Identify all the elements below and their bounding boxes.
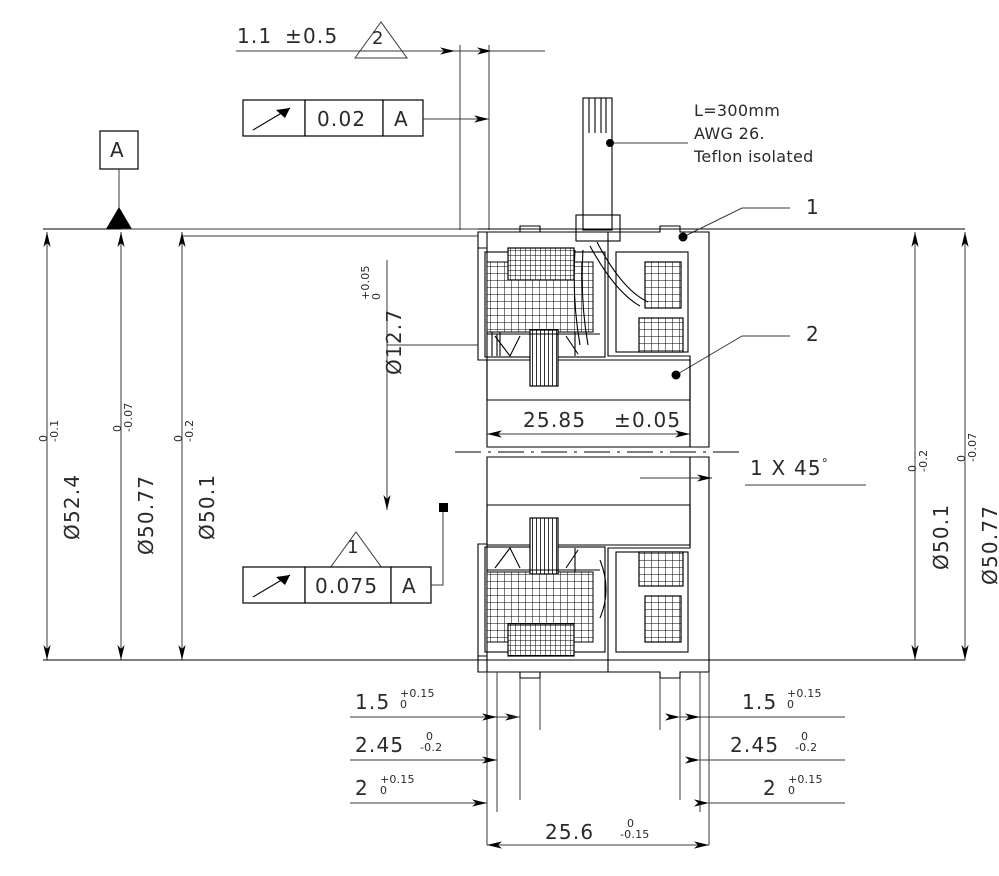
dim-chamfer xyxy=(640,474,866,486)
coil-assembly-lower xyxy=(484,517,606,657)
dim-bl-1-value: 1.5 xyxy=(355,690,391,714)
magnet-block-upper xyxy=(615,251,689,353)
dim-bottom-overall-value: 25.6 xyxy=(545,820,595,844)
dim-br-1-value: 1.5 xyxy=(742,690,778,714)
gdt-top-value: 0.02 xyxy=(317,107,367,131)
datum-a-label: A xyxy=(110,138,125,162)
dim-bl-3-value: 2 xyxy=(355,776,369,800)
cable-note-line3: Teflon isolated xyxy=(694,147,814,166)
dim-chamfer-value: 1 X 45° xyxy=(750,456,829,480)
bore-step-upper xyxy=(486,359,691,448)
dim-left-3-tol: 0 -0.2 xyxy=(172,419,196,442)
magnet-block-lower xyxy=(599,551,689,653)
gdt-mid-value: 0.075 xyxy=(315,574,379,598)
dim-bl-2-value: 2.45 xyxy=(355,733,405,757)
dim-inner-width-tol: ±0.05 xyxy=(614,408,682,432)
flex-lead xyxy=(573,241,649,346)
dim-left-stack xyxy=(43,228,965,661)
flag-mid-label: 1 xyxy=(347,537,360,558)
leader-item-1 xyxy=(678,207,790,242)
dim-bl-2-tol: 0-0.2 xyxy=(420,730,443,754)
flag-top-label: 2 xyxy=(372,28,385,49)
dim-bore-value: Ø12.7 xyxy=(382,308,406,375)
dim-br-2-tol: 0-0.2 xyxy=(795,730,818,754)
dim-left-2-tol: 0 -0.07 xyxy=(111,402,135,432)
gdt-top-datum: A xyxy=(394,107,409,131)
dim-bottom-right-stack xyxy=(665,713,845,807)
dim-top-thickness xyxy=(236,45,545,230)
cable-note-line1: L=300mm xyxy=(694,101,781,120)
cable-bundle xyxy=(575,97,621,242)
dim-left-2-value: Ø50.77 xyxy=(134,474,158,555)
datum-feature-a xyxy=(43,130,965,230)
dim-left-3-value: Ø50.1 xyxy=(195,473,219,540)
dim-bore-12-7 xyxy=(383,260,478,512)
dim-bottom-left-stack xyxy=(350,713,520,807)
gdt-frame-mid xyxy=(242,503,448,604)
coil-assembly-upper xyxy=(484,247,606,387)
dim-right-2-tol: 0 -0.07 xyxy=(955,432,979,462)
dim-inner-width-value: 25.85 xyxy=(523,408,587,432)
dim-top-tol: ±0.5 xyxy=(285,24,339,48)
balloon-item-2: 2 xyxy=(806,322,820,346)
balloon-item-1: 1 xyxy=(806,195,820,219)
dim-right-1-tol: 0 -0.2 xyxy=(906,449,930,472)
flag-triangle-top xyxy=(354,21,408,59)
dim-bottom-overall-tol: 0-0.15 xyxy=(620,817,650,841)
dim-br-3-value: 2 xyxy=(763,776,777,800)
gdt-frame-top xyxy=(242,99,489,137)
dim-bore-tol: +0.05 0 xyxy=(359,265,383,300)
dim-right-2-value: Ø50.77 xyxy=(978,504,999,585)
dim-br-2-value: 2.45 xyxy=(730,733,780,757)
dim-right-stack xyxy=(911,232,969,660)
gdt-mid-datum: A xyxy=(402,574,417,598)
cable-note-line2: AWG 26. xyxy=(694,124,765,143)
dim-right-1-value: Ø50.1 xyxy=(929,503,953,570)
dim-left-1-value: Ø52.4 xyxy=(60,473,84,540)
dim-left-1-tol: 0 -0.1 xyxy=(37,419,61,442)
leader-item-2 xyxy=(671,335,790,380)
bottom-extension-lines xyxy=(486,672,710,845)
dim-top-value: 1.1 xyxy=(237,24,273,48)
